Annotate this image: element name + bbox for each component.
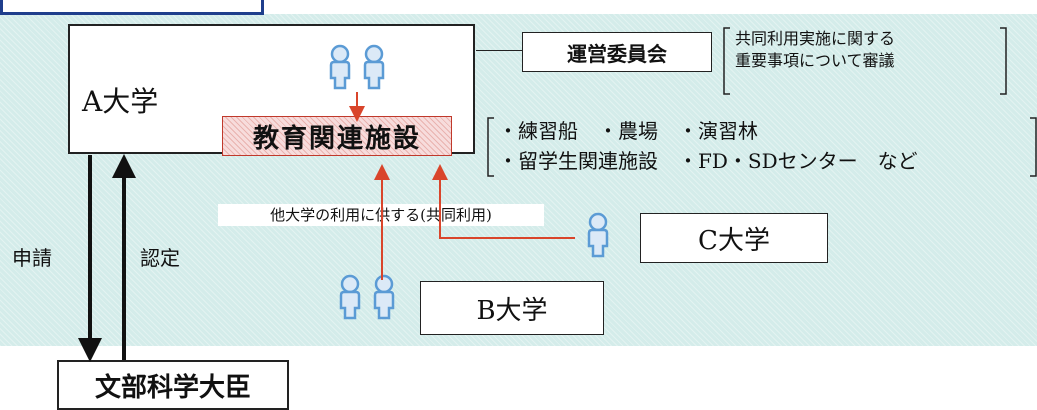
committee-bracket-left bbox=[723, 27, 730, 95]
committee-note: 共同利用実施に関する 重要事項について審議 bbox=[735, 28, 895, 72]
b-people-icon bbox=[339, 274, 395, 320]
facility-list-line2: ・留学生関連施設 ・FD・SDセンター など bbox=[498, 149, 918, 173]
apply-label: 申請 bbox=[12, 246, 52, 270]
certify-label: 認定 bbox=[140, 246, 180, 270]
committee-note-line2: 重要事項について審議 bbox=[735, 51, 895, 70]
header-frame bbox=[0, 0, 264, 15]
a-university-label: A大学 bbox=[82, 85, 159, 118]
b-university-box: B大学 bbox=[420, 281, 604, 335]
education-facility-box: 教育関連施設 bbox=[222, 116, 452, 156]
facility-list-line1: ・練習船 ・農場 ・演習林 bbox=[498, 119, 758, 143]
committee-note-line1: 共同利用実施に関する bbox=[735, 29, 896, 48]
c-people-icon bbox=[587, 212, 609, 258]
a-people-icon bbox=[329, 44, 385, 90]
committee-box: 運営委員会 bbox=[522, 32, 712, 72]
facility-list: ・練習船 ・農場 ・演習林 ・留学生関連施設 ・FD・SDセンター など bbox=[498, 116, 918, 176]
facility-bracket-left bbox=[487, 117, 494, 177]
c-university-box: C大学 bbox=[640, 213, 828, 263]
facility-bracket-right bbox=[1030, 117, 1037, 177]
committee-bracket-right bbox=[1000, 27, 1007, 95]
c-to-facility-arrow bbox=[432, 164, 575, 239]
committee-connector bbox=[476, 50, 522, 51]
